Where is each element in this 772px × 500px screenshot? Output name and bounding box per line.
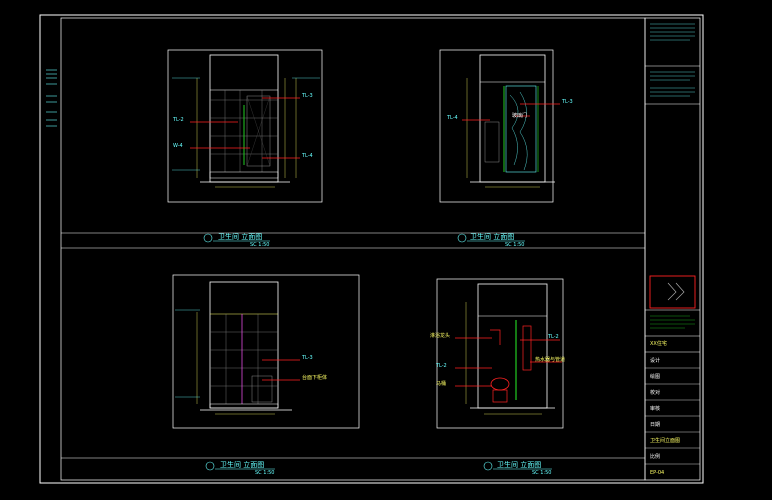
view4-left-note-1: 淋浴龙头 bbox=[430, 332, 450, 339]
view3-title-text: 卫生间 立面图 bbox=[220, 460, 264, 469]
view4-title-text: 卫生间 立面图 bbox=[497, 460, 541, 469]
view2-left-tag: TL-4 bbox=[446, 115, 458, 121]
title-block-row-2: 绘图 bbox=[650, 373, 660, 380]
company-logo bbox=[649, 275, 696, 309]
view1-left-tag: TL-2 bbox=[172, 117, 184, 123]
elevation-view-1: TL-2 W-4 TL-3 TL-4 bbox=[167, 49, 323, 203]
view4-left-note-3: 马桶 bbox=[436, 380, 446, 387]
title-block-project: XX住宅 bbox=[650, 340, 667, 347]
view3-scale: SC 1:50 bbox=[255, 470, 274, 476]
view2-title: 卫生间 立面图 SC 1:50 bbox=[457, 232, 525, 248]
view4-left-note-2: TL-2 bbox=[435, 363, 447, 369]
view1-scale: SC 1:50 bbox=[250, 242, 269, 248]
view3-right-tag: TL-3 bbox=[301, 355, 313, 361]
title-block-row-3: 校对 bbox=[650, 389, 660, 396]
sheet-outer-frame bbox=[39, 14, 704, 484]
view4-right-note: 热水器与管道 bbox=[535, 356, 565, 363]
sheet-inner-frame bbox=[60, 17, 646, 481]
view3-title: 卫生间 立面图 SC 1:50 bbox=[205, 460, 275, 476]
view2-scale: SC 1:50 bbox=[505, 242, 524, 248]
view2-callout: 玻璃门 bbox=[512, 112, 527, 119]
elevation-view-2: TL-4 TL-3 玻璃门 bbox=[439, 49, 573, 203]
title-block-drawing-no: EP-04 bbox=[650, 470, 664, 476]
title-block-row-4: 审核 bbox=[650, 405, 660, 412]
view1-right-tag2: TL-4 bbox=[301, 153, 313, 159]
title-block-row-1: 设计 bbox=[650, 357, 660, 364]
view2-title-text: 卫生间 立面图 bbox=[470, 232, 514, 241]
view1-left-tag2: W-4 bbox=[173, 143, 183, 149]
title-block: XX住宅 设计 绘图 校对 审核 日期 卫生间立面图 比例 EP-04 bbox=[644, 17, 701, 481]
elevation-view-3: TL-3 台面下柜体 bbox=[172, 274, 360, 429]
binding-strip bbox=[46, 69, 57, 127]
view2-right-tag: TL-3 bbox=[561, 99, 573, 105]
view3-note: 台面下柜体 bbox=[302, 374, 327, 381]
view1-right-tag: TL-3 bbox=[301, 93, 313, 99]
view4-scale: SC 1:50 bbox=[532, 470, 551, 476]
view1-title: 卫生间 立面图 SC 1:50 bbox=[203, 232, 270, 248]
title-block-row-5: 日期 bbox=[650, 422, 660, 428]
title-block-sheet-name: 卫生间立面图 bbox=[650, 437, 680, 444]
title-block-row-6: 比例 bbox=[650, 453, 660, 460]
view1-title-text: 卫生间 立面图 bbox=[218, 232, 262, 241]
view4-title: 卫生间 立面图 SC 1:50 bbox=[483, 460, 552, 476]
view4-right-tag: TL-2 bbox=[547, 334, 559, 340]
elevation-view-4: 淋浴龙头 TL-2 马桶 TL-2 热水器与管道 bbox=[430, 278, 565, 429]
